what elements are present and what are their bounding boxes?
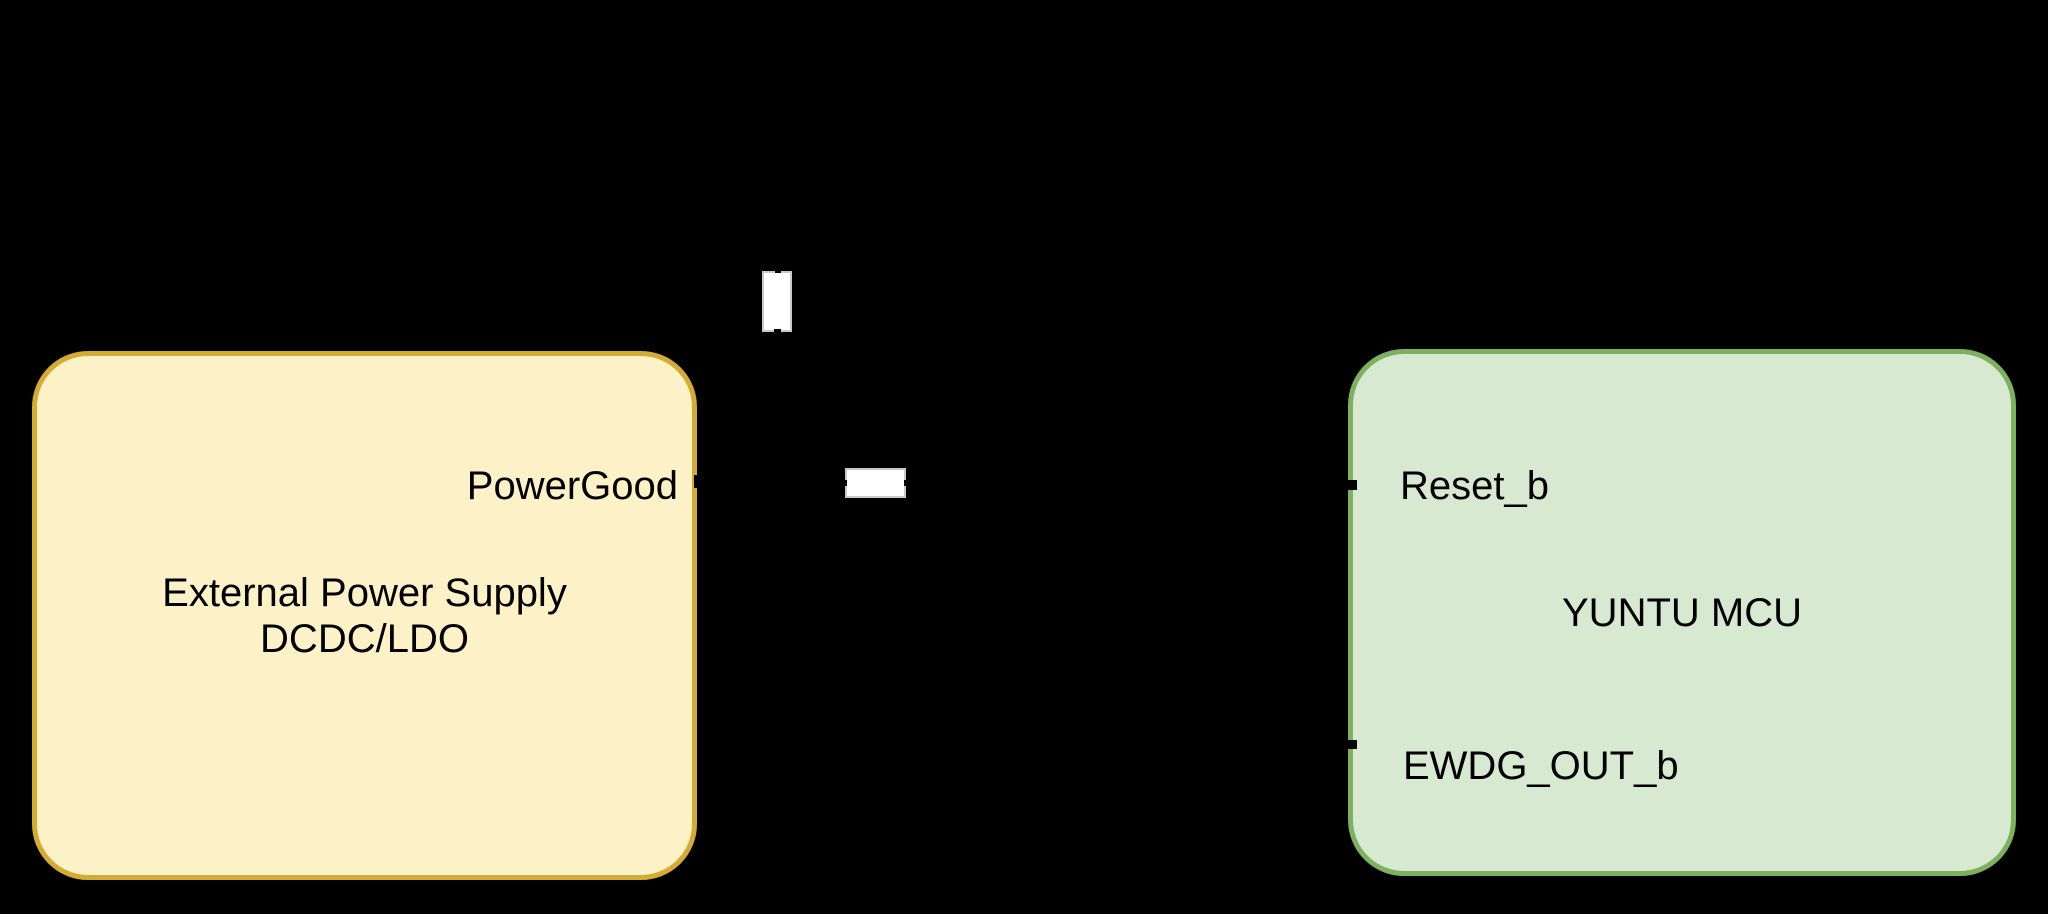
powergood-wire-stub xyxy=(694,475,707,488)
reset-pin-label: Reset_b xyxy=(1400,464,1549,508)
power-supply-title-line1: External Power Supply xyxy=(162,570,567,615)
ewdg-out-pin-label: EWDG_OUT_b xyxy=(1403,744,1679,788)
series-wire-stub-right xyxy=(904,480,913,486)
series-wire-stub-left xyxy=(840,480,847,486)
power-supply-title-line2: DCDC/LDO xyxy=(260,616,469,661)
external-power-supply-block: External Power Supply DCDC/LDO PowerGood xyxy=(32,351,697,880)
reset-wire-stub xyxy=(1344,480,1357,490)
powergood-pin-label: PowerGood xyxy=(466,464,678,508)
mcu-title: YUNTU MCU xyxy=(1562,590,1802,635)
vdd-wire-stub-top xyxy=(775,261,781,273)
series-resistor-icon xyxy=(845,468,906,498)
vdd-wire-stub-bottom xyxy=(774,329,781,336)
ewdg-out-wire-stub xyxy=(1344,740,1357,749)
power-supply-title: External Power Supply DCDC/LDO xyxy=(162,570,567,662)
pullup-resistor-icon xyxy=(762,271,792,332)
mcu-block: YUNTU MCU Reset_b EWDG_OUT_b xyxy=(1348,349,2016,876)
